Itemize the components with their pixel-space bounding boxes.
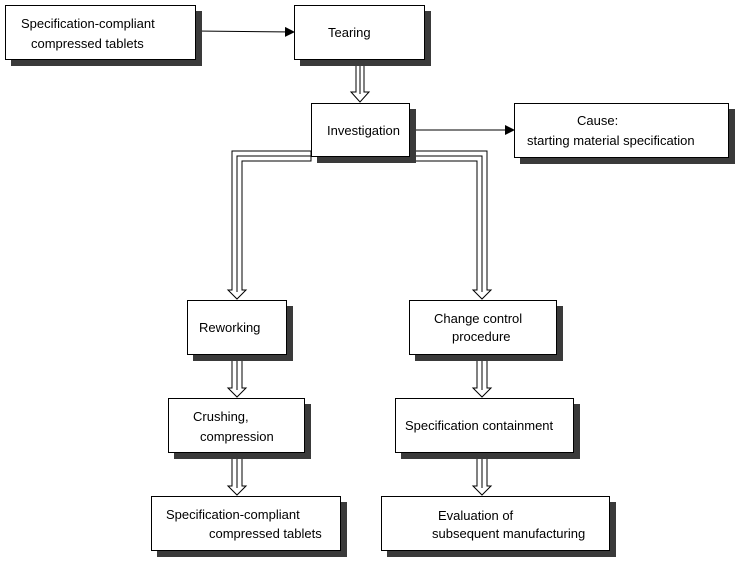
arrow-start-to-tearing [195,26,295,37]
node-change-control-line2: procedure [452,329,511,344]
node-start-line1: Specification-compliant [21,16,155,31]
node-cause: Cause: starting material specification [514,103,729,158]
node-investigation: Investigation [311,103,410,157]
node-spec-containment-label: Specification containment [405,418,554,433]
node-end-tablets-line1: Specification-compliant [166,507,300,522]
node-evaluation: Evaluation of subsequent manufacturing [381,496,610,551]
node-evaluation-line2: subsequent manufacturing [432,526,586,541]
node-tearing: Tearing [294,5,425,60]
node-cause-line1: Cause: [577,113,619,128]
node-end-tablets-line2: compressed tablets [209,526,322,541]
node-evaluation-line1: Evaluation of [438,508,514,523]
node-spec-containment: Specification containment [395,398,574,453]
node-start-tablets: Specification-compliant compressed table… [5,5,196,60]
node-investigation-label: Investigation [327,123,400,138]
arrow-investigation-to-reworking [226,150,312,300]
arrow-investigation-to-change-control [408,150,493,300]
node-end-tablets: Specification-compliant compressed table… [151,496,341,551]
node-start-line2: compressed tablets [31,36,144,51]
node-crushing-line1: Crushing, [193,409,249,424]
node-change-control: Change control procedure [409,300,557,355]
node-reworking: Reworking [187,300,287,355]
node-reworking-label: Reworking [199,320,261,335]
node-tearing-label: Tearing [328,25,371,40]
node-crushing: Crushing, compression [168,398,305,453]
node-change-control-line1: Change control [434,311,523,326]
node-crushing-line2: compression [200,429,274,444]
node-cause-line2: starting material specification [527,133,695,148]
